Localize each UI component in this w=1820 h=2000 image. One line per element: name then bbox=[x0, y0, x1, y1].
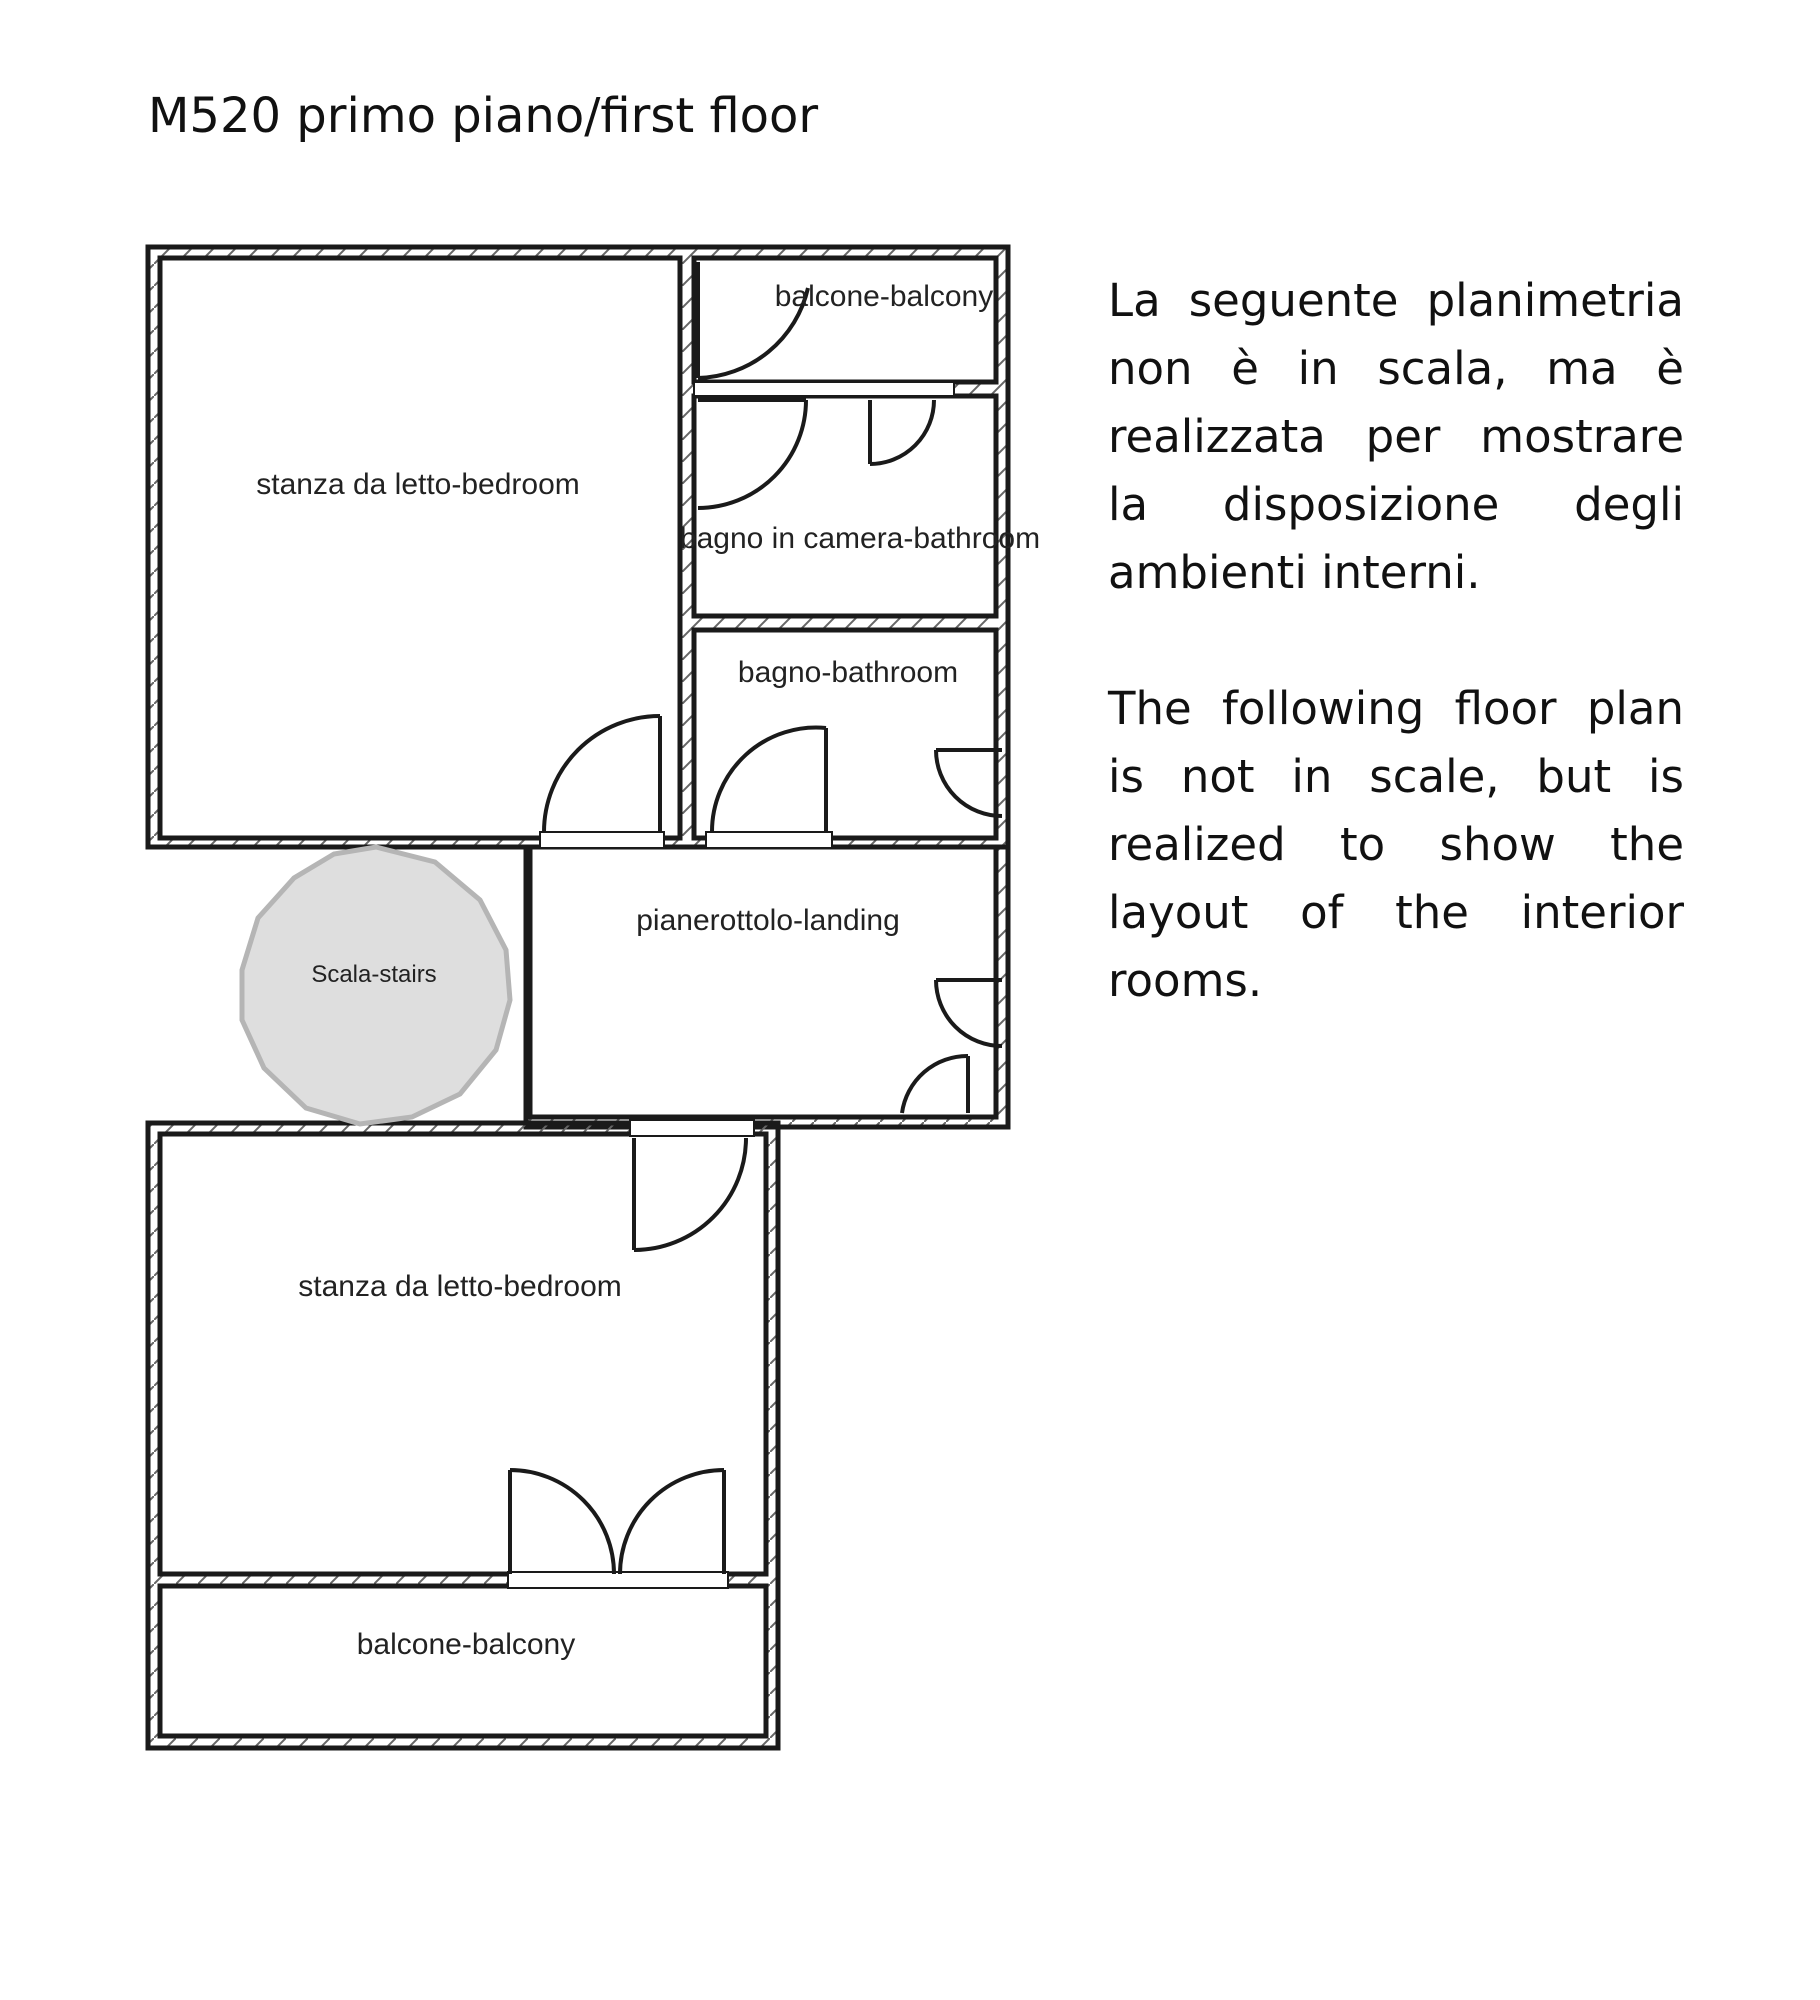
bedroom-bottom-room bbox=[157, 1131, 769, 1577]
landing-side-door bbox=[934, 978, 1003, 1048]
door-openings bbox=[507, 381, 955, 1589]
balcony-french-door-right bbox=[618, 1468, 726, 1575]
upper-block-walls bbox=[145, 244, 1011, 1130]
bathroom-door bbox=[709, 725, 828, 833]
stairs-label: Scala-stairs bbox=[311, 961, 436, 988]
landing-bottom-door bbox=[900, 1053, 970, 1114]
balcony-top-label: balcone-balcony bbox=[775, 280, 993, 313]
note-english: The following floor plan is not in scale… bbox=[1108, 682, 1684, 1007]
balcony-bottom-label: balcone-balcony bbox=[357, 1628, 575, 1661]
stairs-shape bbox=[239, 844, 513, 1127]
balcony-top-door bbox=[696, 262, 810, 380]
bathroom-side-door bbox=[934, 748, 1003, 818]
bedroom-top-label: stanza da letto-bedroom bbox=[256, 468, 580, 501]
bedroom-top-door bbox=[542, 714, 662, 833]
bedroom-bottom-door bbox=[632, 1137, 748, 1252]
balcony-top-room bbox=[691, 255, 999, 385]
ensuite-door bbox=[697, 398, 808, 510]
ensuite-label: bagno in camera-bathroom bbox=[680, 522, 1040, 555]
landing-label: pianerottolo-landing bbox=[636, 904, 900, 937]
bathroom-label: bagno-bathroom bbox=[738, 656, 958, 689]
balcony-bottom-room bbox=[157, 1583, 769, 1739]
bathroom-room bbox=[691, 627, 999, 841]
bedroom-top-room bbox=[157, 255, 683, 841]
balcony-french-door-left bbox=[508, 1468, 616, 1575]
ensuite-closet-door bbox=[868, 399, 936, 466]
ensuite-room bbox=[691, 393, 999, 619]
page-title: M520 primo piano/first floor bbox=[148, 88, 819, 144]
note-italian: La seguente planimetria non è in scala, … bbox=[1108, 274, 1684, 599]
doors bbox=[508, 262, 1003, 1575]
lower-block-walls bbox=[145, 1120, 781, 1751]
landing-room bbox=[527, 844, 999, 1120]
bedroom-bottom-label: stanza da letto-bedroom bbox=[298, 1270, 622, 1303]
